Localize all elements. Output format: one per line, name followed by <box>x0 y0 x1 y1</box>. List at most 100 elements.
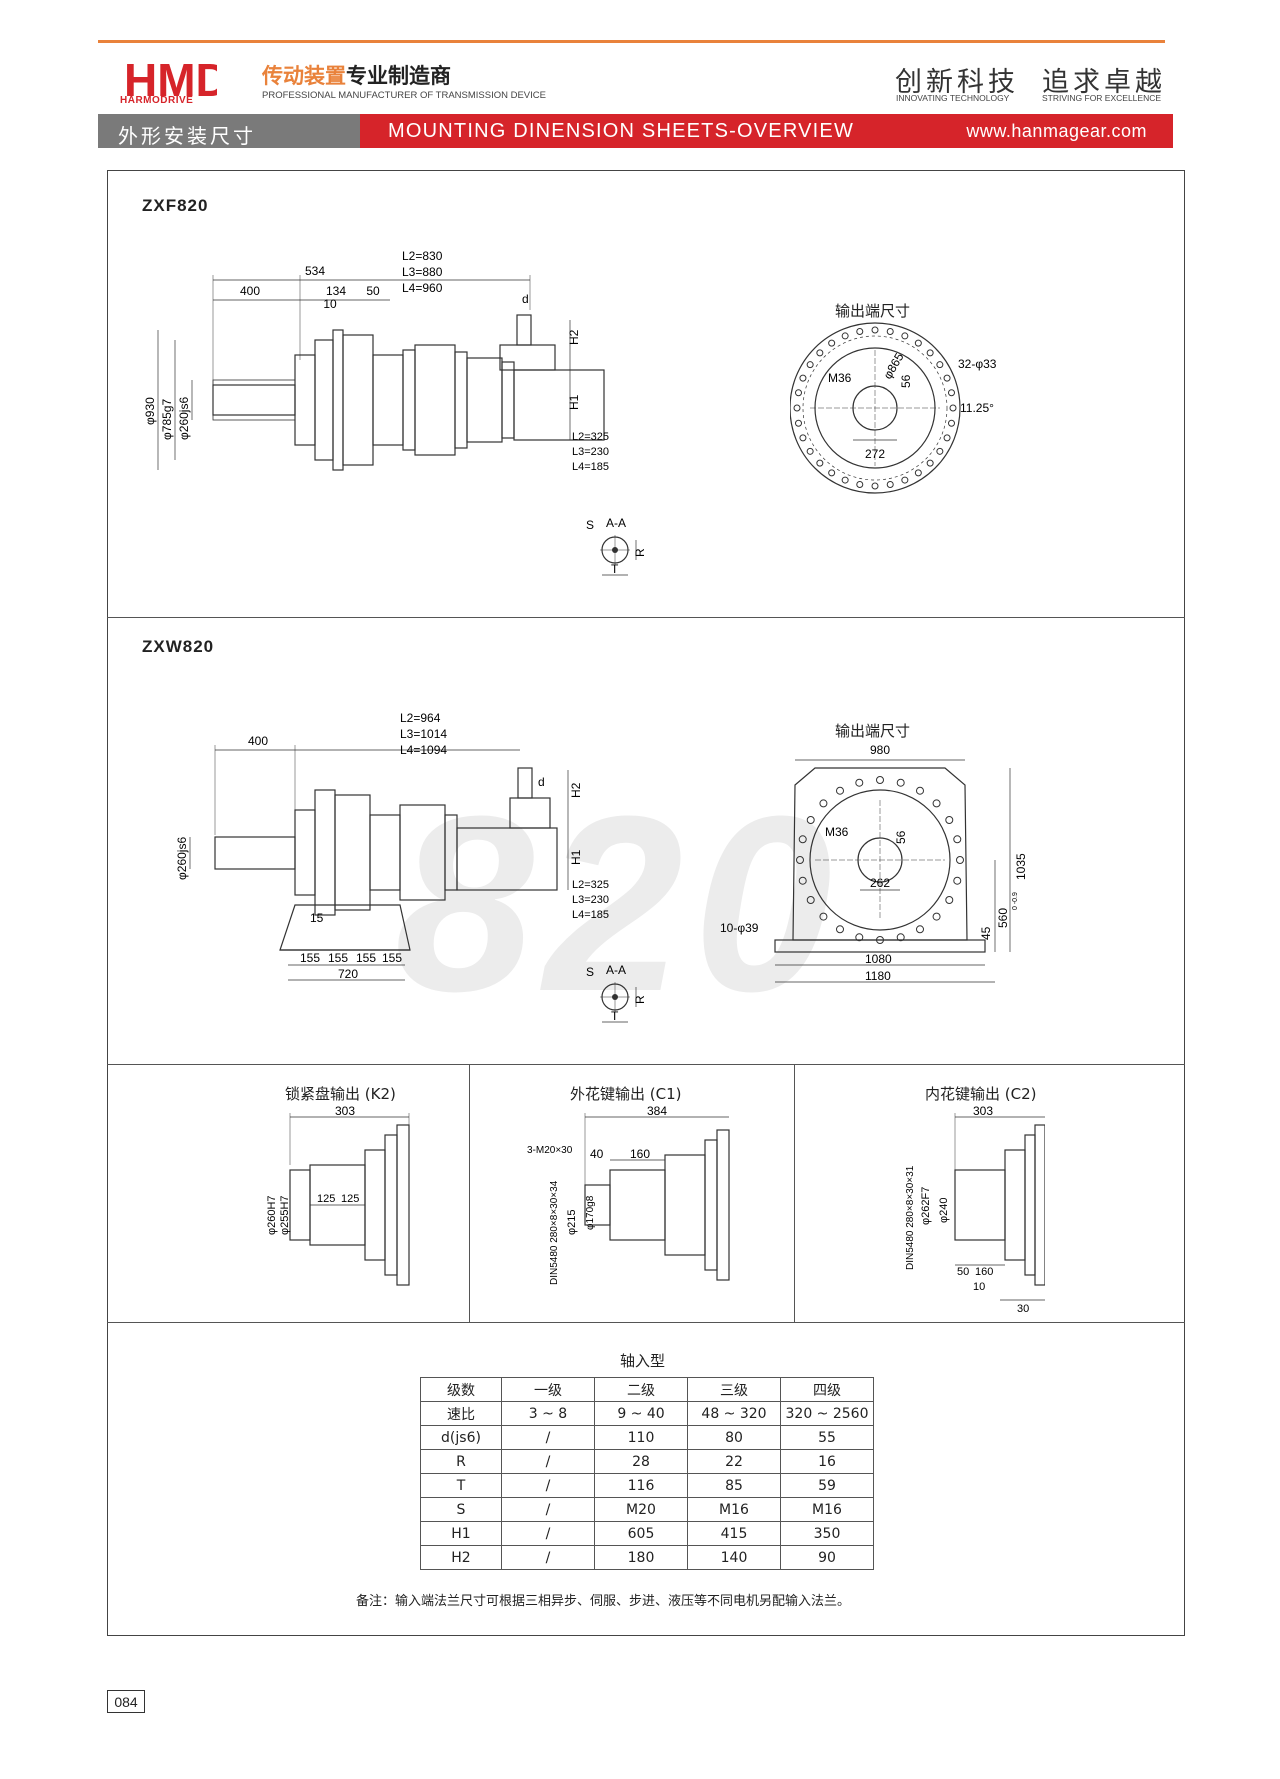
table-cell: 3 ~ 8 <box>501 1401 595 1426</box>
table-cell: 28 <box>594 1449 688 1474</box>
bolt-hole <box>916 925 924 934</box>
dim-56: 56 <box>899 374 913 388</box>
bolt-hole <box>896 778 905 787</box>
table-header-cell: 四级 <box>780 1377 874 1402</box>
dim-din: DIN5480 280×8×30×34 <box>549 1180 560 1285</box>
table-cell: M20 <box>594 1497 688 1522</box>
dim-dia260: φ260js6 <box>177 397 191 440</box>
table-cell: H1 <box>420 1521 502 1546</box>
bolt-hole <box>926 459 934 467</box>
table-cell: M16 <box>687 1497 781 1522</box>
bolt-hole <box>886 327 894 335</box>
table-cell: / <box>501 1521 595 1546</box>
variant-c1-drawing: 384 3-M20×30 40 160 DIN5480 280×8×30×34 … <box>527 1105 730 1285</box>
table-cell: 350 <box>780 1521 874 1546</box>
bolt-hole <box>901 332 909 340</box>
drawing-frame <box>107 170 1185 1636</box>
section-t: T <box>611 1009 619 1023</box>
section-title-en: MOUNTING DINENSION SHEETS-OVERVIEW <box>388 120 855 142</box>
dim-l4: L4=960 <box>402 281 443 295</box>
model-zxf820: ZXF820 <box>142 196 209 215</box>
dim-15: 15 <box>310 911 324 925</box>
bolt-hole <box>855 933 864 942</box>
table-row: R / 28 22 16 <box>420 1449 874 1474</box>
table-cell: R <box>420 1449 502 1474</box>
slogan-innovate-en: INNOVATING TECHNOLOGY <box>896 93 1010 103</box>
dim-d: d <box>522 292 529 306</box>
dim-holes: 32-φ33 <box>958 357 997 371</box>
zxf-output-title: 输出端尺寸 <box>835 302 911 320</box>
dim-h2: H2 <box>569 782 583 798</box>
dim-l2: L2=964 <box>400 711 441 725</box>
bolt-hole <box>798 835 807 844</box>
table-header-cell: 级数 <box>420 1377 502 1402</box>
table-row: H2 / 180 140 90 <box>420 1545 874 1570</box>
bolt-hole <box>794 419 802 427</box>
section-aa: A-A <box>606 963 626 977</box>
bolt-hole <box>948 389 956 397</box>
dim-h1: H1 <box>569 849 583 865</box>
dim-dia930: φ930 <box>143 397 157 425</box>
section-t: T <box>611 562 619 576</box>
bolt-hole <box>886 481 894 489</box>
section-r: R <box>633 995 647 1004</box>
table-cell: T <box>420 1473 502 1498</box>
dim-384: 384 <box>647 1105 667 1118</box>
zxw-bolt-holes <box>796 776 964 944</box>
dim-dia255: φ255H7 <box>279 1195 291 1235</box>
dim-m36: M36 <box>828 371 852 385</box>
bolt-hole <box>936 447 944 455</box>
dim-534: 534 <box>305 264 325 278</box>
slogan-excellence-en: STRIVING FOR EXCELLENCE <box>1042 93 1162 103</box>
bolt-hole <box>901 476 909 484</box>
bolt-hole <box>796 856 804 864</box>
dim-400: 400 <box>240 284 260 298</box>
table-cell: / <box>501 1545 595 1570</box>
dim-d: d <box>538 775 545 789</box>
bolt-hole <box>841 332 849 340</box>
table-cell: S <box>420 1497 502 1522</box>
bolt-hole <box>819 912 828 921</box>
section-aa: A-A <box>606 516 626 530</box>
table-row: 速比 3 ~ 8 9 ~ 40 48 ~ 320 320 ~ 2560 <box>420 1401 874 1426</box>
table-row: T / 116 85 59 <box>420 1473 874 1498</box>
dim-dia785: φ785g7 <box>160 399 174 440</box>
dim-l4b: L4=185 <box>572 909 609 921</box>
table-cell: 180 <box>594 1545 688 1570</box>
table-cell: / <box>501 1449 595 1474</box>
tagline-en: PROFESSIONAL MANUFACTURER OF TRANSMISSIO… <box>262 90 546 101</box>
header-rule <box>98 40 1165 43</box>
website-link[interactable]: www.hanmagear.com <box>966 121 1147 141</box>
footnote: 备注：输入端法兰尺寸可根据三相异步、伺服、步进、液压等不同电机另配输入法兰。 <box>356 1594 851 1609</box>
bolt-hole <box>949 404 957 412</box>
table-title: 轴入型 <box>620 1352 666 1370</box>
dim-1080: 1080 <box>865 952 892 966</box>
table-cell: / <box>501 1425 595 1450</box>
dim-30: 30 <box>1017 1303 1029 1315</box>
table-cell: 90 <box>780 1545 874 1570</box>
bolt-hole <box>828 339 836 347</box>
dim-dia215: φ215 <box>566 1210 578 1236</box>
zxf-output-end-view: M36 φ865 56 32-φ33 11.25° 272 <box>790 322 997 494</box>
bolt-hole <box>914 339 922 347</box>
dim-10: 10 <box>323 297 337 311</box>
bolt-hole <box>916 786 924 795</box>
table-row: H1 / 605 415 350 <box>420 1521 874 1546</box>
separator-c1 <box>794 1064 795 1322</box>
bolt-hole <box>828 469 836 477</box>
slogan-excellence: 追求卓越 <box>1042 67 1166 98</box>
separator-zxf <box>107 617 1185 618</box>
dim-560: 560 <box>996 908 1010 928</box>
bolt-hole <box>855 778 864 787</box>
zxf-section-aa: S A-A R T <box>586 516 647 576</box>
page-number: 084 <box>107 1690 145 1713</box>
table-cell: 116 <box>594 1473 688 1498</box>
zxf-side-view: 534 400 134 10 50 L2=830 L3=880 L4=960 d… <box>143 249 609 473</box>
dim-400: 400 <box>248 734 268 748</box>
dim-45: 45 <box>979 926 993 940</box>
bolt-hole <box>943 374 951 382</box>
table-cell: d(js6) <box>420 1425 502 1450</box>
bolt-hole <box>819 799 828 808</box>
table-cell: 55 <box>780 1425 874 1450</box>
slogan-innovate: 创新科技 <box>895 67 1019 98</box>
